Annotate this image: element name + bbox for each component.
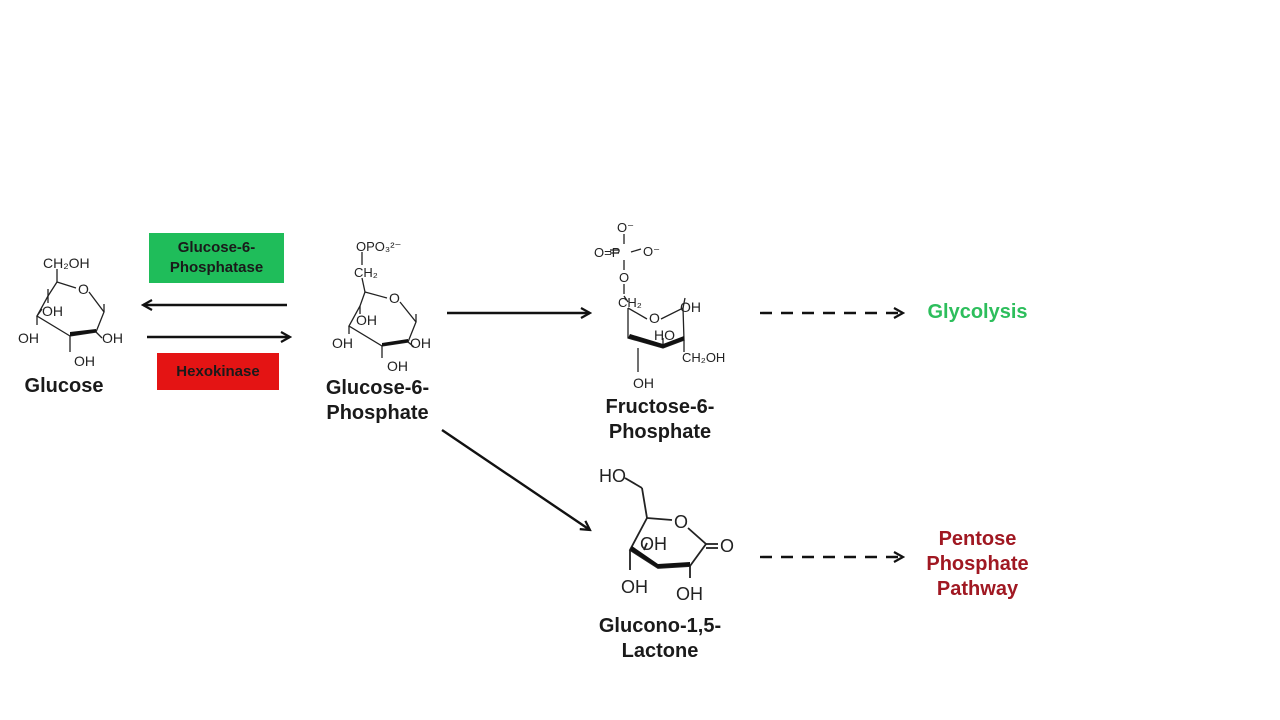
glucose-6-phosphatase-box: Glucose-6- Phosphatase bbox=[149, 233, 284, 283]
g6p-label: Glucose-6- Phosphate bbox=[305, 376, 450, 426]
arrow-to-lactone bbox=[441, 429, 590, 530]
ppp-line3: Pathway bbox=[936, 578, 1019, 600]
g6p-oh-right: OH bbox=[410, 335, 431, 351]
lactone-oh-left: OH bbox=[621, 577, 648, 597]
g6p-oh-upper: OH bbox=[356, 312, 377, 328]
lactone-structure: HO O O OH OH OH bbox=[599, 466, 734, 604]
g6p-structure: OPO₃²⁻ CH₂ O OH OH OH OH bbox=[332, 239, 431, 374]
glucose-label: Glucose bbox=[24, 375, 104, 397]
lactone-label-line1: Glucono-1,5- bbox=[598, 615, 722, 637]
glucose-ring-o: O bbox=[78, 281, 89, 297]
lactone-ho: HO bbox=[599, 466, 626, 486]
hexokinase-box: Hexokinase bbox=[157, 353, 279, 390]
g6p-ch2: CH₂ bbox=[354, 265, 378, 280]
f6p-oh-bottom: OH bbox=[633, 375, 654, 391]
f6p-oh-right: OH bbox=[680, 299, 701, 315]
ppp-label: Pentose Phosphate Pathway bbox=[910, 527, 1045, 602]
g6p-label-line1: Glucose-6- bbox=[325, 377, 430, 399]
f6p-ho: HO bbox=[654, 327, 675, 343]
ppp-line2: Phosphate bbox=[926, 553, 1029, 575]
g6p-label-line2: Phosphate bbox=[326, 402, 429, 424]
f6p-o-eq-p: O=P bbox=[594, 245, 620, 260]
glucose-structure: CH₂OH O OH OH OH OH bbox=[18, 255, 123, 369]
glucose-ch2oh: CH₂OH bbox=[43, 255, 90, 271]
lactone-carbonyl-o: O bbox=[720, 536, 734, 556]
glucose-oh-bottom: OH bbox=[74, 353, 95, 369]
glucose-oh-left: OH bbox=[18, 330, 39, 346]
f6p-o: O bbox=[619, 270, 629, 285]
glucose-oh-right: OH bbox=[102, 330, 123, 346]
hexokinase-label: Hexokinase bbox=[176, 362, 260, 380]
g6p-oh-left: OH bbox=[332, 335, 353, 351]
f6p-o-minus-right: O⁻ bbox=[643, 244, 660, 259]
lactone-label-line2: Lactone bbox=[621, 640, 699, 662]
f6p-ring-o: O bbox=[649, 310, 660, 326]
lactone-ring-o: O bbox=[674, 512, 688, 532]
f6p-label-line2: Phosphate bbox=[608, 421, 712, 443]
f6p-o-minus-top: O⁻ bbox=[617, 220, 634, 235]
glucose-oh-upper: OH bbox=[42, 303, 63, 319]
f6p-ch2oh: CH₂OH bbox=[682, 350, 725, 365]
lactone-label: Glucono-1,5- Lactone bbox=[585, 614, 735, 664]
lactone-oh-right: OH bbox=[676, 584, 703, 604]
f6p-structure: O⁻ O=P O⁻ O CH₂ O OH HO CH₂OH OH bbox=[594, 220, 725, 391]
phosphatase-line2: Phosphatase bbox=[169, 259, 264, 276]
f6p-label-line1: Fructose-6- bbox=[605, 396, 715, 418]
f6p-ch2: CH₂ bbox=[618, 295, 642, 310]
g6p-ring-o: O bbox=[389, 290, 400, 306]
g6p-oh-bottom: OH bbox=[387, 358, 408, 374]
g6p-po3: OPO₃²⁻ bbox=[356, 239, 401, 254]
f6p-label: Fructose-6- Phosphate bbox=[590, 395, 730, 445]
glycolysis-label: Glycolysis bbox=[927, 301, 1028, 323]
phosphatase-line1: Glucose-6- bbox=[177, 239, 256, 256]
lactone-oh-upper: OH bbox=[640, 534, 667, 554]
ppp-line1: Pentose bbox=[938, 528, 1017, 550]
